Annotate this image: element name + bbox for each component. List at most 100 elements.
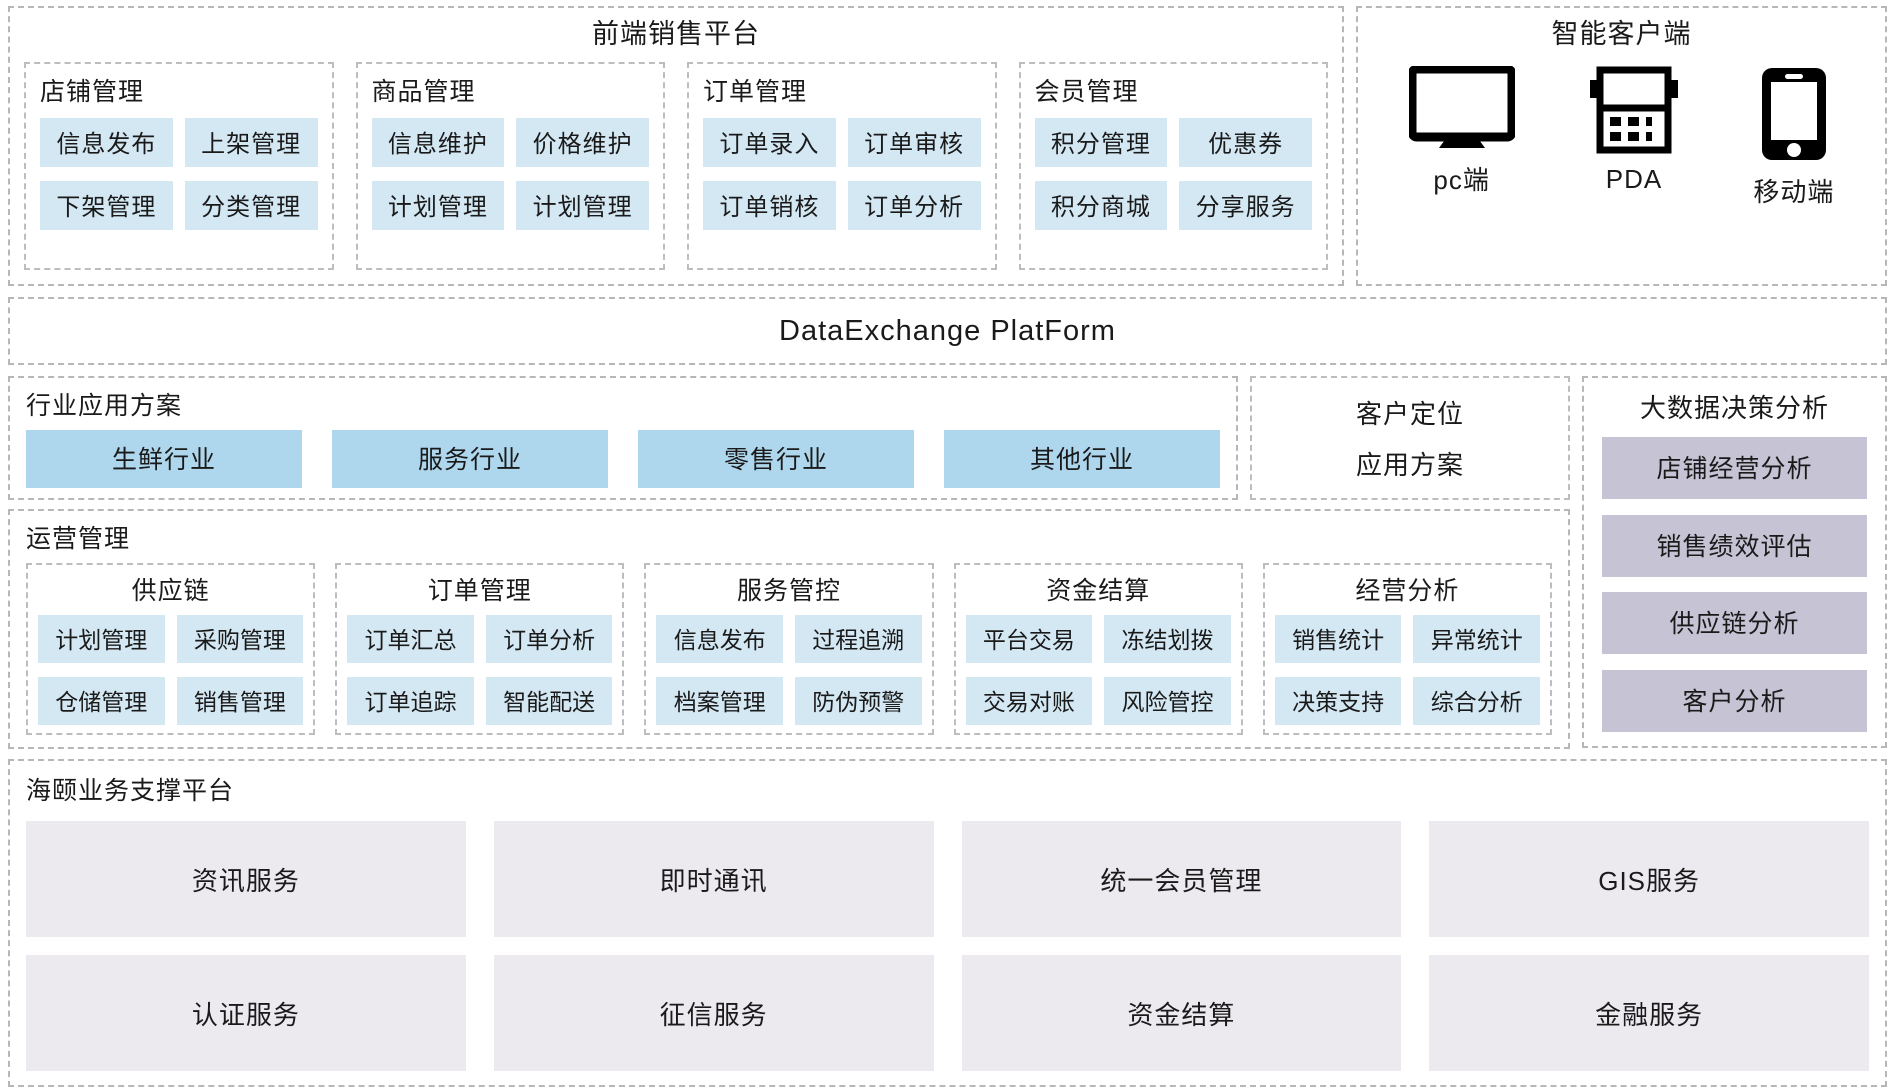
ops-group-title: 资金结算 bbox=[1046, 577, 1151, 605]
group-chip-grid: 订单录入 订单审核 订单销核 订单分析 bbox=[703, 118, 981, 231]
chip-item[interactable]: 订单分析 bbox=[847, 181, 981, 231]
ops-group-fund-settlement: 资金结算 平台交易 冻结划拨 交易对账 风险管控 bbox=[953, 563, 1243, 735]
front-sales-platform-groups: 店铺管理 信息发布 上架管理 下架管理 分类管理 商品管理 信息维护 价格维护 … bbox=[24, 62, 1328, 270]
device-label: PDA bbox=[1605, 164, 1663, 195]
group-product-management: 商品管理 信息维护 价格维护 计划管理 计划管理 bbox=[355, 62, 665, 270]
chip-item[interactable]: 下架管理 bbox=[40, 181, 173, 231]
support-platform-grid: 资讯服务 即时通讯 统一会员管理 GIS服务 认证服务 征信服务 资金结算 金融… bbox=[26, 821, 1869, 1071]
group-chip-grid: 积分管理 优惠券 积分商城 分享服务 bbox=[1034, 118, 1312, 231]
big-data-analysis-title: 大数据决策分析 bbox=[1639, 393, 1829, 423]
chip-item[interactable]: 分享服务 bbox=[1179, 181, 1312, 231]
industry-chip[interactable]: 零售行业 bbox=[638, 430, 914, 488]
support-chip[interactable]: 即时通讯 bbox=[493, 821, 934, 937]
ops-chip[interactable]: 档案管理 bbox=[656, 677, 783, 725]
data-exchange-platform-band: DataExchange PlatForm bbox=[8, 297, 1887, 365]
ops-chip[interactable]: 采购管理 bbox=[176, 615, 304, 663]
group-title: 商品管理 bbox=[371, 78, 476, 107]
ops-chip-grid: 销售统计 异常统计 决策支持 综合分析 bbox=[1274, 615, 1541, 725]
operations-management-panel: 运营管理 供应链 计划管理 采购管理 仓储管理 销售管理 订单管理 bbox=[8, 509, 1570, 749]
big-data-chip[interactable]: 销售绩效评估 bbox=[1602, 514, 1867, 577]
ops-chip-grid: 计划管理 采购管理 仓储管理 销售管理 bbox=[38, 615, 304, 725]
support-chip[interactable]: 金融服务 bbox=[1429, 955, 1869, 1071]
ops-chip[interactable]: 异常统计 bbox=[1413, 615, 1541, 663]
industry-chip[interactable]: 生鲜行业 bbox=[26, 430, 302, 488]
chip-item[interactable]: 订单审核 bbox=[847, 118, 981, 168]
ops-chip[interactable]: 过程追溯 bbox=[795, 615, 922, 663]
chip-item[interactable]: 积分管理 bbox=[1034, 118, 1168, 168]
pda-icon bbox=[1588, 66, 1680, 154]
operations-groups: 供应链 计划管理 采购管理 仓储管理 销售管理 订单管理 订单汇总 订单分析 bbox=[26, 563, 1553, 735]
smart-client-title: 智能客户端 bbox=[1551, 19, 1692, 49]
ops-chip[interactable]: 交易对账 bbox=[965, 677, 1093, 725]
ops-group-business-analysis: 经营分析 销售统计 异常统计 决策支持 综合分析 bbox=[1262, 563, 1553, 735]
industry-solutions-panel: 行业应用方案 生鲜行业 服务行业 零售行业 其他行业 bbox=[8, 376, 1238, 500]
ops-chip[interactable]: 订单追踪 bbox=[347, 677, 474, 725]
ops-chip-grid: 平台交易 冻结划拨 交易对账 风险管控 bbox=[965, 615, 1231, 725]
ops-chip[interactable]: 平台交易 bbox=[965, 615, 1093, 663]
group-member-management: 会员管理 积分管理 优惠券 积分商城 分享服务 bbox=[1018, 62, 1328, 270]
ops-chip[interactable]: 订单分析 bbox=[485, 615, 613, 663]
support-chip[interactable]: GIS服务 bbox=[1429, 821, 1869, 937]
ops-chip[interactable]: 仓储管理 bbox=[38, 677, 165, 725]
big-data-chip[interactable]: 店铺经营分析 bbox=[1602, 437, 1867, 499]
chip-item[interactable]: 订单销核 bbox=[703, 181, 836, 231]
middle-left-column: 行业应用方案 生鲜行业 服务行业 零售行业 其他行业 客户定位 应用方案 运营管… bbox=[8, 376, 1570, 749]
ops-chip[interactable]: 销售管理 bbox=[176, 677, 304, 725]
chip-item[interactable]: 上架管理 bbox=[184, 118, 318, 168]
front-sales-platform-panel: 前端销售平台 店铺管理 信息发布 上架管理 下架管理 分类管理 商品管理 信息维… bbox=[8, 6, 1344, 286]
big-data-item-list: 店铺经营分析 销售绩效评估 供应链分析 客户分析 bbox=[1602, 437, 1867, 732]
chip-item[interactable]: 计划管理 bbox=[371, 181, 505, 231]
industry-chip[interactable]: 服务行业 bbox=[332, 430, 608, 488]
customer-positioning-line-1: 客户定位 bbox=[1355, 399, 1464, 429]
chip-item[interactable]: 订单录入 bbox=[703, 118, 836, 168]
customer-positioning-panel: 客户定位 应用方案 bbox=[1250, 376, 1570, 500]
ops-chip[interactable]: 智能配送 bbox=[485, 677, 613, 725]
chip-item[interactable]: 信息维护 bbox=[371, 118, 505, 168]
support-chip[interactable]: 认证服务 bbox=[26, 955, 466, 1071]
ops-chip[interactable]: 冻结划拨 bbox=[1104, 615, 1231, 663]
ops-chip[interactable]: 综合分析 bbox=[1413, 677, 1541, 725]
mobile-icon bbox=[1759, 66, 1829, 162]
ops-chip-grid: 订单汇总 订单分析 订单追踪 智能配送 bbox=[347, 615, 613, 725]
ops-chip-grid: 信息发布 过程追溯 档案管理 防伪预警 bbox=[656, 615, 922, 725]
monitor-icon bbox=[1408, 66, 1515, 150]
group-store-management: 店铺管理 信息发布 上架管理 下架管理 分类管理 bbox=[24, 62, 334, 270]
ops-chip[interactable]: 计划管理 bbox=[38, 615, 165, 663]
chip-item[interactable]: 信息发布 bbox=[40, 118, 173, 168]
ops-chip[interactable]: 订单汇总 bbox=[347, 615, 474, 663]
device-mobile[interactable]: 移动端 bbox=[1753, 66, 1834, 209]
ops-group-title: 服务管控 bbox=[737, 577, 842, 605]
group-chip-grid: 信息维护 价格维护 计划管理 计划管理 bbox=[371, 118, 649, 231]
industry-chip[interactable]: 其他行业 bbox=[944, 430, 1220, 488]
ops-chip[interactable]: 信息发布 bbox=[656, 615, 783, 663]
ops-group-service-control: 服务管控 信息发布 过程追溯 档案管理 防伪预警 bbox=[644, 563, 934, 735]
support-chip[interactable]: 资金结算 bbox=[961, 955, 1402, 1071]
ops-chip[interactable]: 防伪预警 bbox=[795, 677, 922, 725]
chip-item[interactable]: 价格维护 bbox=[516, 118, 649, 168]
group-chip-grid: 信息发布 上架管理 下架管理 分类管理 bbox=[40, 118, 318, 231]
big-data-chip[interactable]: 供应链分析 bbox=[1602, 592, 1867, 655]
ops-group-supply-chain: 供应链 计划管理 采购管理 仓储管理 销售管理 bbox=[26, 563, 316, 735]
chip-item[interactable]: 分类管理 bbox=[184, 181, 318, 231]
ops-chip[interactable]: 销售统计 bbox=[1274, 615, 1402, 663]
group-order-management: 订单管理 订单录入 订单审核 订单销核 订单分析 bbox=[687, 62, 997, 270]
industry-solutions-title: 行业应用方案 bbox=[26, 392, 183, 420]
ops-chip[interactable]: 风险管控 bbox=[1104, 677, 1231, 725]
support-chip[interactable]: 征信服务 bbox=[493, 955, 934, 1071]
data-exchange-platform-title: DataExchange PlatForm bbox=[779, 314, 1116, 347]
support-chip[interactable]: 资讯服务 bbox=[26, 821, 466, 937]
ops-chip[interactable]: 决策支持 bbox=[1274, 677, 1402, 725]
big-data-analysis-panel: 大数据决策分析 店铺经营分析 销售绩效评估 供应链分析 客户分析 bbox=[1582, 376, 1887, 748]
big-data-chip[interactable]: 客户分析 bbox=[1602, 669, 1867, 732]
support-chip[interactable]: 统一会员管理 bbox=[961, 821, 1402, 937]
device-label: 移动端 bbox=[1753, 177, 1835, 208]
chip-item[interactable]: 积分商城 bbox=[1034, 181, 1168, 231]
device-pc[interactable]: pc端 bbox=[1408, 66, 1515, 197]
device-list: pc端 bbox=[1372, 62, 1871, 274]
support-platform-panel: 海颐业务支撑平台 资讯服务 即时通讯 统一会员管理 GIS服务 认证服务 征信服… bbox=[8, 759, 1887, 1087]
chip-item[interactable]: 优惠券 bbox=[1179, 118, 1312, 168]
device-pda[interactable]: PDA bbox=[1588, 66, 1680, 195]
support-platform-title: 海颐业务支撑平台 bbox=[26, 777, 235, 805]
ops-group-title: 订单管理 bbox=[427, 577, 532, 605]
chip-item[interactable]: 计划管理 bbox=[516, 181, 649, 231]
